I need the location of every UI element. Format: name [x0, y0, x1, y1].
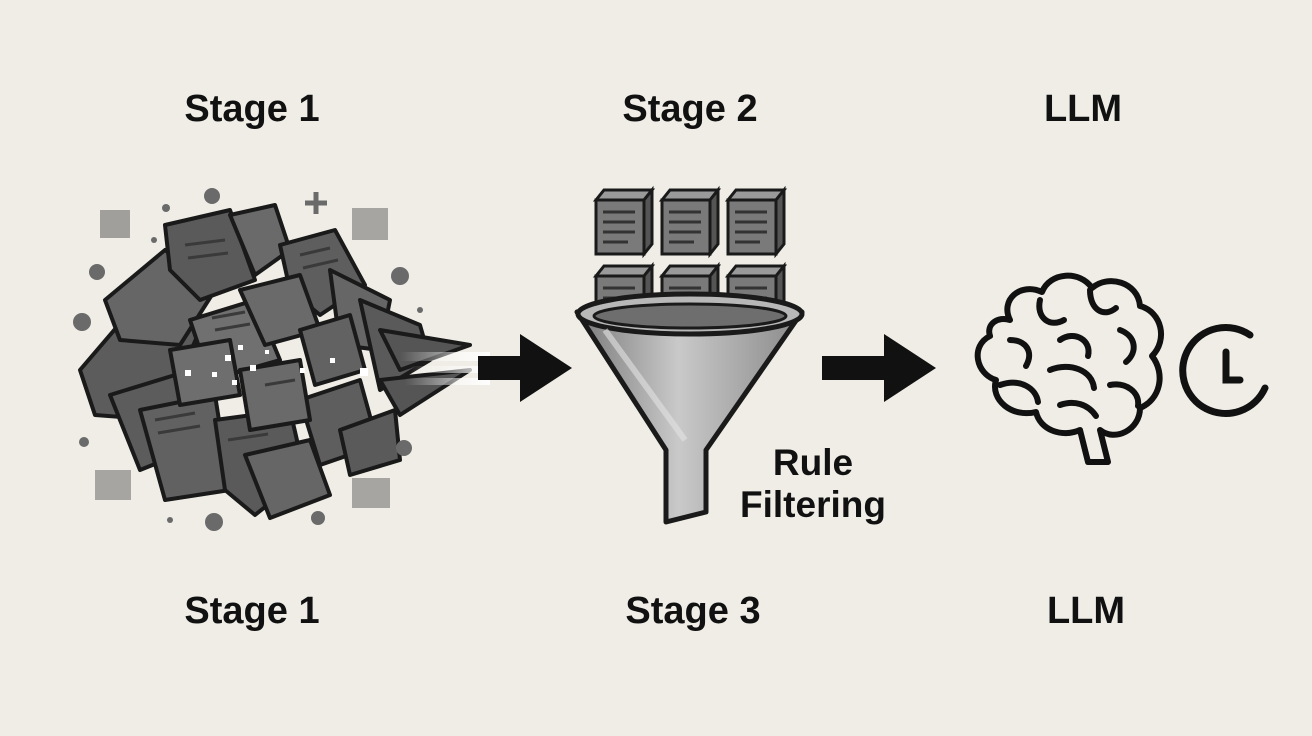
- clock-icon: [1179, 324, 1269, 417]
- noise-particles: [73, 188, 423, 531]
- top-label-stage-1: Stage 1: [184, 88, 320, 130]
- brain-icon: [974, 272, 1164, 465]
- document-box-icon: [658, 185, 722, 259]
- rule-filtering-label: Rule Filtering: [728, 442, 898, 526]
- document-box-icon: [592, 185, 656, 259]
- top-label-stage-2: Stage 2: [622, 88, 758, 130]
- bottom-label-stage-1: Stage 1: [184, 590, 320, 632]
- arrow-right-icon: [822, 334, 936, 402]
- funnel-icon: [574, 291, 805, 525]
- chaotic-documents-icon: [78, 203, 472, 520]
- bottom-label-llm: LLM: [1046, 590, 1126, 632]
- bottom-label-stage-3: Stage 3: [625, 590, 761, 632]
- filter-label-line-1: Rule: [772, 442, 854, 483]
- document-boxes: [592, 185, 788, 335]
- filter-label-line-2: Filtering: [740, 484, 886, 525]
- top-label-llm: LLM: [1043, 88, 1123, 130]
- motion-streaks: [400, 352, 490, 385]
- arrow-right-icon: [478, 334, 572, 402]
- document-box-icon: [724, 185, 788, 259]
